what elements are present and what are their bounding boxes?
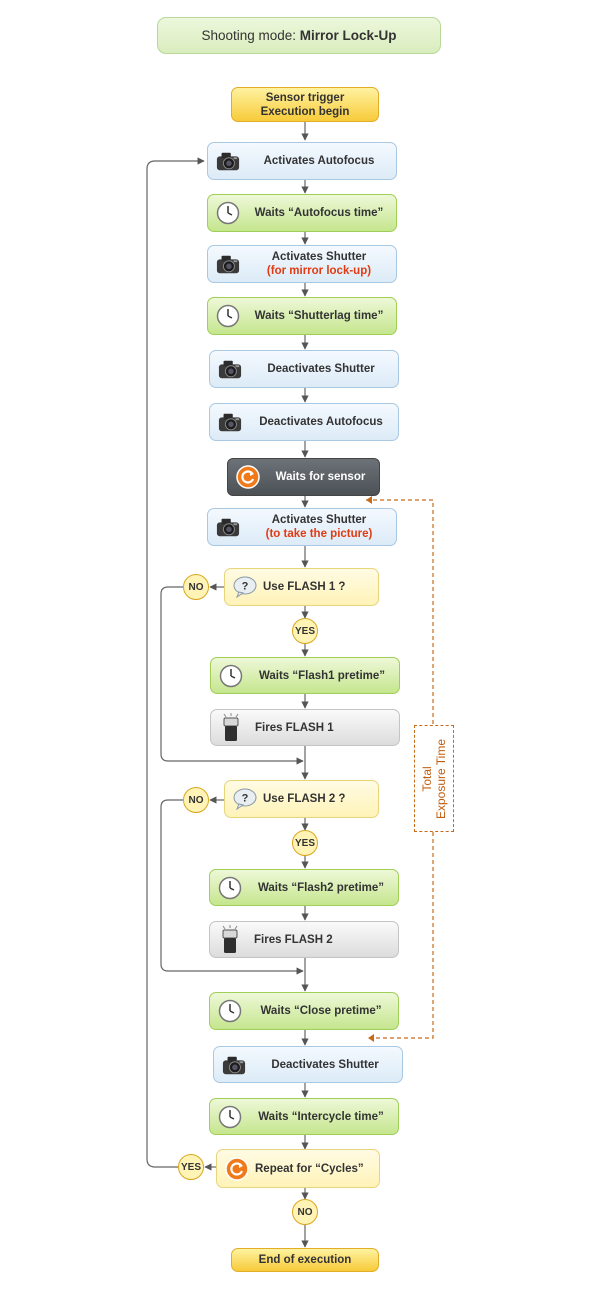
step-label: Activates Shutter [271,514,367,526]
end-node: End of execution [231,1248,379,1272]
shooting-mode-title: Shooting mode: Mirror Lock-Up [157,17,441,54]
question-mark: ? [242,793,249,805]
step-label: Fires FLASH 1 [255,721,334,734]
yes-badge-flash-1: YES [292,618,318,644]
step-activates-shutter-picture: Activates Shutter (to take the picture) [207,508,397,546]
clock-icon [218,1105,242,1129]
step-label: Waits “Flash1 pretime” [258,669,386,682]
step-waits-autofocus-time: Waits “Autofocus time” [207,194,397,232]
start-line1: Sensor trigger [265,91,345,104]
step-activates-shutter-mirror: Activates Shutter (for mirror lock-up) [207,245,397,283]
step-waits-close-pretime: Waits “Close pretime” [209,992,399,1030]
repeat-icon [236,465,260,489]
step-deactivates-autofocus: Deactivates Autofocus [209,403,399,441]
step-label: Use FLASH 2 ? [263,793,346,805]
camera-icon [218,410,242,434]
step-label: Fires FLASH 2 [254,933,333,946]
decision-repeat-cycles: Repeat for “Cycles” [216,1149,380,1188]
repeat-icon [225,1156,249,1181]
step-waits-for-sensor: Waits for sensor [227,458,380,496]
camera-icon [222,1053,246,1077]
start-line2: Execution begin [260,105,350,118]
step-label: Repeat for “Cycles” [255,1162,364,1175]
title-prefix: Shooting mode: [201,27,297,43]
step-note: (to take the picture) [265,528,373,540]
step-label: End of execution [258,1254,352,1266]
step-label: Waits “Close pretime” [260,1005,382,1017]
no-badge-repeat: NO [292,1199,318,1225]
step-label: Waits “Flash2 pretime” [257,881,385,894]
yes-badge-flash-2: YES [292,830,318,856]
step-label: Use FLASH 1 ? [263,581,346,593]
exposure-line2: Exposure Time [434,738,449,819]
clock-icon [216,304,240,328]
yes-badge-repeat: YES [178,1154,204,1180]
step-deactivates-shutter: Deactivates Shutter [209,350,399,388]
question-mark: ? [242,581,249,593]
clock-icon [218,999,242,1023]
step-waits-flash1-pretime: Waits “Flash1 pretime” [210,657,400,694]
camera-icon [216,515,240,539]
camera-icon [218,357,242,381]
clock-icon [216,201,240,225]
step-deactivates-shutter-final: Deactivates Shutter [213,1046,403,1083]
step-waits-shutterlag-time: Waits “Shutterlag time” [207,297,397,335]
step-note: (for mirror lock-up) [266,265,372,277]
flash-unit-icon [218,924,242,953]
step-label: Deactivates Autofocus [259,416,383,428]
camera-icon [216,149,240,173]
question-bubble-icon: ? [233,575,257,599]
step-waits-intercycle-time: Waits “Intercycle time” [209,1098,399,1135]
step-label: Activates Shutter [271,251,367,263]
exposure-line1: Total [420,765,435,792]
step-label: Deactivates Shutter [271,1058,379,1071]
step-label: Waits for sensor [275,471,366,483]
camera-icon [216,252,240,276]
decision-use-flash-2: ? Use FLASH 2 ? [224,780,379,818]
no-badge-flash-1: NO [183,574,209,600]
step-label: Waits “Intercycle time” [258,1110,384,1123]
question-bubble-icon: ? [233,787,257,811]
flash-unit-icon [219,712,243,741]
clock-icon [219,664,243,688]
title-mode: Mirror Lock-Up [299,27,397,43]
clock-icon [218,876,242,900]
decision-use-flash-1: ? Use FLASH 1 ? [224,568,379,606]
step-activates-autofocus: Activates Autofocus [207,142,397,180]
step-fires-flash-1: Fires FLASH 1 [210,709,400,746]
step-label: Deactivates Shutter [267,363,375,375]
step-label: Activates Autofocus [263,155,375,167]
step-waits-flash2-pretime: Waits “Flash2 pretime” [209,869,399,906]
step-label: Waits “Shutterlag time” [254,310,384,322]
step-fires-flash-2: Fires FLASH 2 [209,921,399,958]
no-badge-flash-2: NO [183,787,209,813]
step-label: Waits “Autofocus time” [254,207,384,219]
